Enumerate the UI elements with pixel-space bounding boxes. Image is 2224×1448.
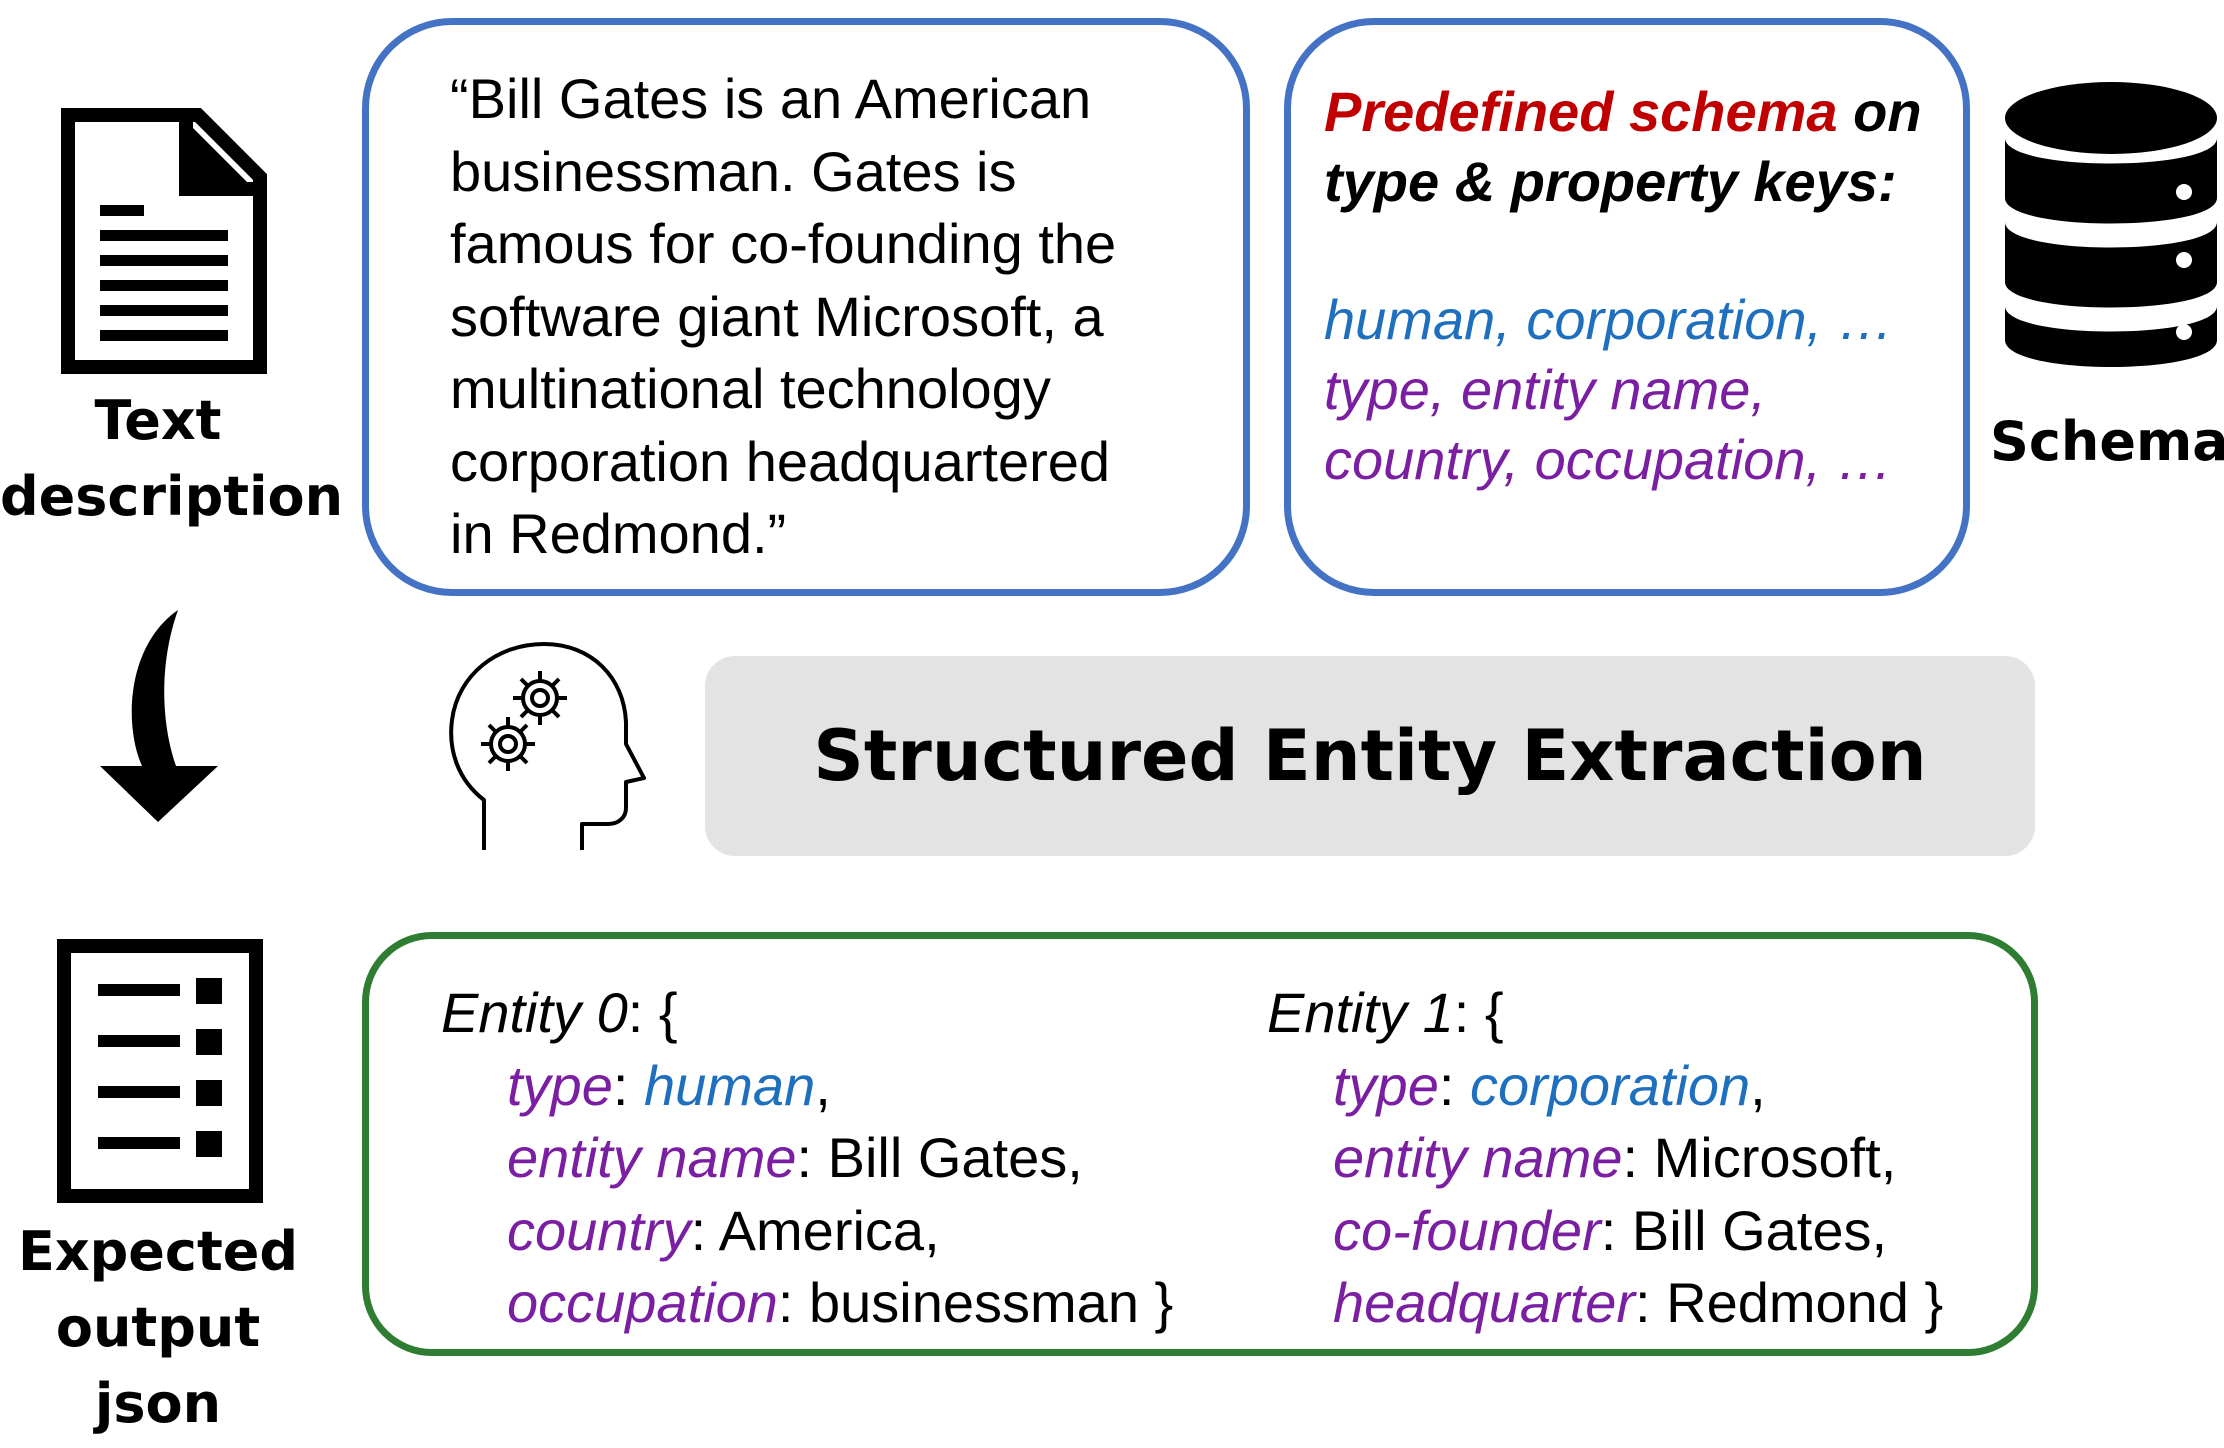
entity-name: Entity 1 — [1267, 981, 1454, 1044]
field-value: Redmond — [1666, 1271, 1909, 1334]
field-key: entity name — [507, 1126, 797, 1189]
field-sep: : — [1635, 1271, 1667, 1334]
schema-box: Predefined schema on type & property key… — [1284, 18, 1970, 596]
field-value: Microsoft — [1653, 1126, 1881, 1189]
field-sep: : — [690, 1198, 719, 1262]
field-sep: : — [796, 1126, 828, 1189]
text-description-line-2: description — [0, 465, 344, 528]
field-tail: , — [1880, 1126, 1897, 1189]
field-tail: , — [1067, 1126, 1083, 1189]
quote-line: businessman. Gates is — [450, 139, 1017, 203]
field-sep: : — [1622, 1126, 1654, 1189]
field-sep: : — [1438, 1053, 1470, 1117]
field-value: human — [643, 1053, 816, 1117]
schema-title-line-2: type & property keys: — [1324, 150, 1897, 213]
schema-label-text: Schema — [1990, 410, 2224, 473]
field-tail: , — [815, 1053, 831, 1117]
field-key: headquarter — [1333, 1271, 1636, 1334]
banner-title: Structured Entity Extraction — [813, 715, 1927, 797]
field-value: businessman — [809, 1271, 1139, 1334]
quote-line: corporation headquartered — [450, 429, 1111, 493]
entity-block: Entity 0: { type: human, entity name: Bi… — [441, 977, 1173, 1340]
entity-open: : { — [1453, 981, 1504, 1044]
schema-text: Predefined schema on type & property key… — [1324, 77, 1922, 495]
checklist-icon — [57, 939, 263, 1203]
field-key: co-founder — [1333, 1198, 1601, 1262]
field-value: America — [718, 1198, 925, 1262]
text-description-box: “Bill Gates is an American businessman. … — [362, 18, 1250, 596]
database-icon — [2005, 82, 2217, 367]
quote-line: famous for co-founding the — [450, 212, 1117, 275]
entity-field: type: corporation, — [1267, 1050, 1943, 1123]
entity-field: occupation: businessman } — [441, 1267, 1173, 1340]
schema-title-line-1: Predefined schema on — [1324, 77, 1922, 147]
entity-field: country: America, — [441, 1195, 1173, 1268]
entity-field: entity name: Microsoft, — [1267, 1122, 1943, 1195]
quote-line: software giant Microsoft, a — [450, 284, 1104, 348]
entity-field: co-founder: Bill Gates, — [1267, 1195, 1943, 1268]
field-sep: : — [1600, 1198, 1632, 1262]
field-key: occupation — [507, 1271, 778, 1334]
head-gears-icon — [449, 642, 646, 850]
entity-block: Entity 1: { type: corporation, entity na… — [1267, 977, 1943, 1340]
schema-keys-line-2: country, occupation, … — [1324, 428, 1893, 491]
field-key: entity name — [1333, 1126, 1623, 1189]
entity-open: : { — [627, 981, 678, 1044]
text-description-line-1: Text — [94, 389, 222, 452]
document-icon — [61, 108, 267, 374]
down-arrow-icon — [100, 610, 218, 822]
field-sep: : — [612, 1053, 644, 1117]
entity-field: headquarter: Redmond } — [1267, 1267, 1943, 1340]
text-description-label: Text description — [0, 383, 344, 535]
expected-output-line-1: Expected — [17, 1220, 299, 1283]
schema-title-red: Predefined schema — [1324, 80, 1838, 143]
field-value: Bill Gates — [827, 1126, 1068, 1189]
schema-label: Schema — [1990, 404, 2224, 480]
entity-field: entity name: Bill Gates, — [441, 1122, 1173, 1195]
field-tail: , — [1750, 1053, 1766, 1117]
field-tail: , — [1871, 1198, 1888, 1262]
field-sep: : — [777, 1271, 809, 1334]
entity-field: type: human, — [441, 1050, 1173, 1123]
field-tail: } — [1908, 1271, 1944, 1334]
quote-text: “Bill Gates is an American businessman. … — [450, 63, 1116, 571]
quote-line: “Bill Gates is an American — [450, 67, 1092, 130]
field-tail: } — [1138, 1271, 1174, 1334]
field-tail: , — [924, 1198, 940, 1262]
expected-output-line-2: output json — [55, 1296, 261, 1435]
field-key: type — [507, 1053, 613, 1117]
field-key: country — [507, 1198, 691, 1262]
entity-header: Entity 0: { — [441, 977, 1173, 1050]
entity-name: Entity 0 — [441, 981, 628, 1044]
quote-line: in Redmond.” — [450, 502, 787, 565]
entity-header: Entity 1: { — [1267, 977, 1943, 1050]
quote-line: multinational technology — [450, 357, 1051, 420]
expected-output-label: Expected output json — [0, 1214, 316, 1442]
field-value: corporation — [1469, 1053, 1751, 1117]
output-json-box: Entity 0: { type: human, entity name: Bi… — [362, 932, 2038, 1356]
extraction-banner: Structured Entity Extraction — [705, 656, 2035, 856]
field-value: Bill Gates — [1631, 1198, 1872, 1262]
schema-keys-line-1: type, entity name, — [1324, 358, 1767, 421]
schema-title-on: on — [1837, 80, 1922, 143]
field-key: type — [1333, 1053, 1439, 1117]
schema-types-line: human, corporation, … — [1324, 288, 1894, 351]
